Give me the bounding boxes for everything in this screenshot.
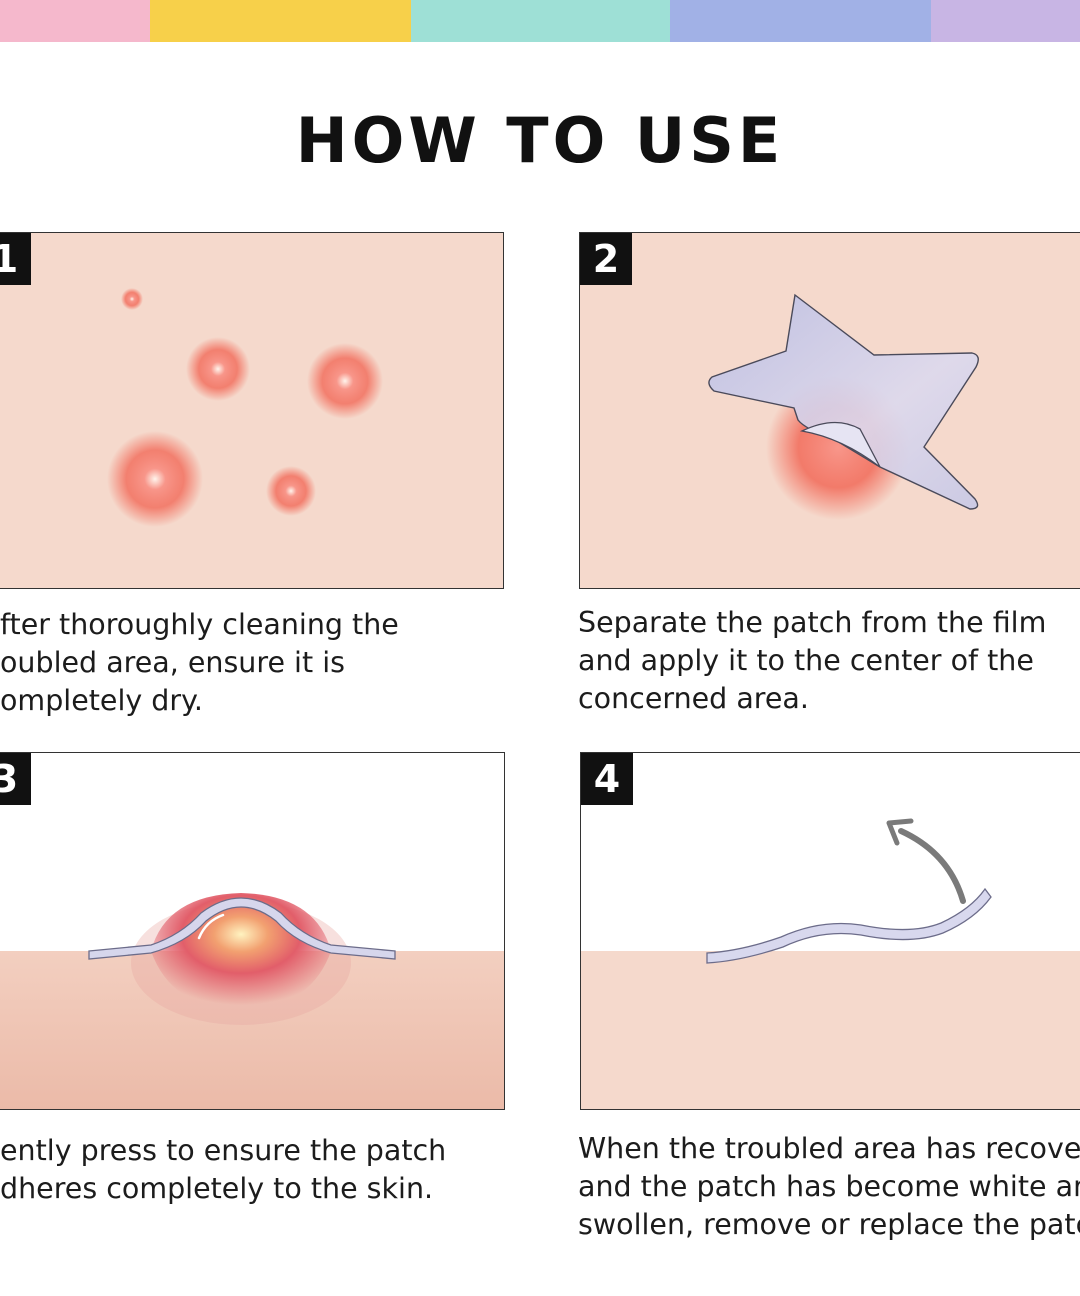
step-2-badge: 2 — [580, 233, 632, 285]
blemishes-drawing — [107, 288, 383, 527]
stripe-yellow — [150, 0, 411, 42]
caption-line: oubled area, ensure it is — [0, 646, 345, 679]
skin-layer — [581, 951, 1080, 1109]
stripe-blue — [670, 0, 931, 42]
star-patch-drawing — [708, 293, 979, 520]
step-3-illustration: 3 — [0, 752, 505, 1110]
step-2-caption: Separate the patch from the film and app… — [578, 604, 1080, 718]
stripe-pink — [0, 0, 150, 42]
shine-highlight — [197, 913, 225, 940]
caption-line: ently press to ensure the patch — [0, 1134, 447, 1167]
lift-arrow — [898, 828, 966, 904]
peeling-patch-drawing — [581, 818, 1080, 1109]
color-stripe-bar — [0, 0, 1080, 42]
caption-line: Separate the patch from the film — [578, 606, 1047, 639]
blemish-spot — [307, 343, 383, 419]
step-4-badge: 4 — [581, 753, 633, 805]
caption-line: ompletely dry. — [0, 684, 203, 717]
caption-line: and apply it to the center of the — [578, 644, 1034, 677]
caption-line: dheres completely to the skin. — [0, 1172, 434, 1205]
arrow-head-icon — [886, 818, 914, 846]
blemish-spot — [266, 466, 316, 516]
step-3-badge: 3 — [0, 753, 31, 805]
stripe-lavender — [931, 0, 1080, 42]
patch-strip — [88, 897, 396, 960]
lifted-patch-strip — [706, 887, 992, 964]
step-2-illustration: 2 — [579, 232, 1080, 589]
step-1-badge: 1 — [0, 233, 31, 285]
peeling-flap — [799, 421, 881, 468]
step-3-caption: ently press to ensure the patch dheres c… — [0, 1132, 504, 1208]
caption-line: and the patch has become white an — [578, 1170, 1080, 1203]
page-title: HOW TO USE — [295, 104, 785, 177]
step-1-illustration: 1 — [0, 232, 504, 589]
stripe-teal — [411, 0, 670, 42]
blemish-spot — [121, 288, 143, 310]
blemish-spot — [186, 337, 250, 401]
pressed-patch-drawing — [0, 893, 504, 1109]
step-4-caption: When the troubled area has recovere and … — [578, 1130, 1080, 1244]
step-4-illustration: 4 — [580, 752, 1080, 1110]
blemish-spot — [107, 431, 203, 527]
caption-line: When the troubled area has recovere — [578, 1132, 1080, 1165]
caption-line: fter thoroughly cleaning the — [0, 608, 399, 641]
caption-line: concerned area. — [578, 682, 809, 715]
step-1-caption: fter thoroughly cleaning the oubled area… — [0, 606, 504, 720]
caption-line: swollen, remove or replace the patc — [578, 1208, 1080, 1241]
